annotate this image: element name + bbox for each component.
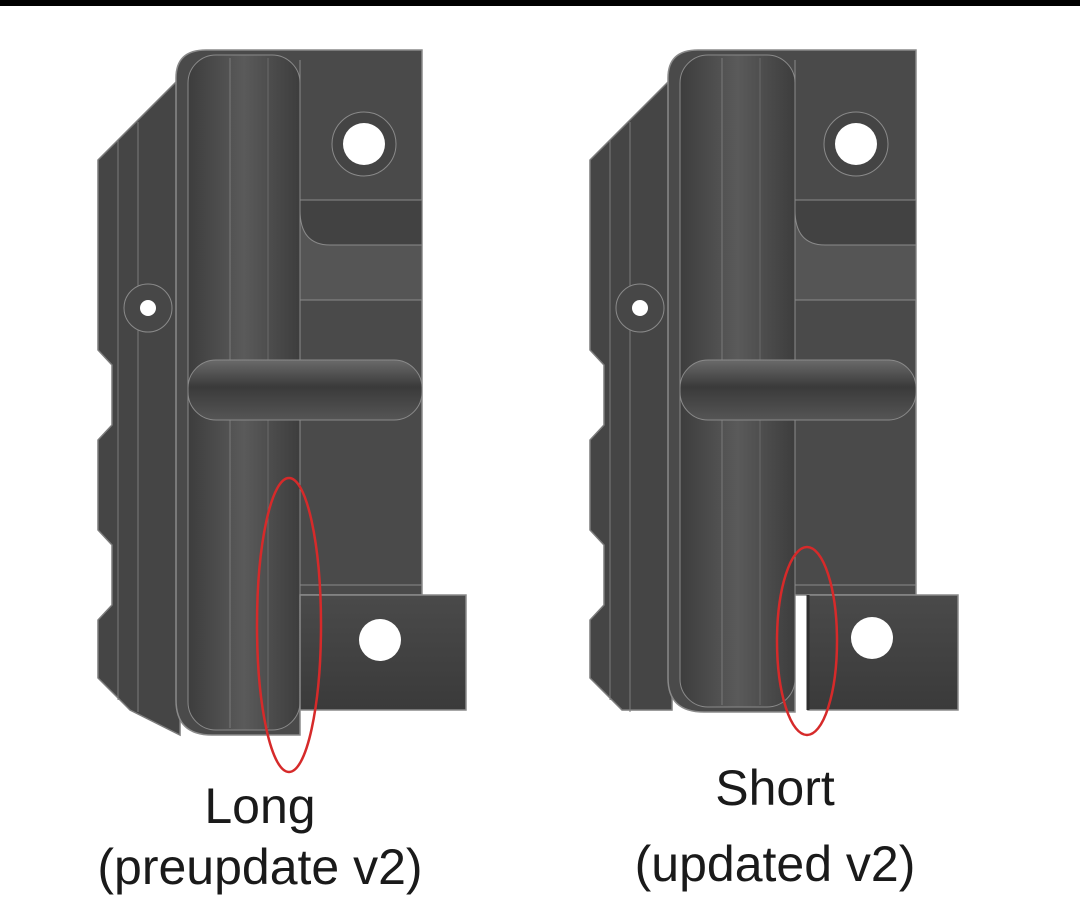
left-flange bbox=[589, 76, 673, 711]
horizontal-groove bbox=[187, 359, 423, 421]
horizontal-groove bbox=[679, 359, 917, 421]
caption-short: Short bbox=[715, 760, 835, 816]
highlight-ellipse-long bbox=[255, 476, 323, 774]
caption-long-version: (preupdate v2) bbox=[97, 839, 423, 895]
top-border-bar bbox=[0, 0, 1080, 6]
caption-long: Long bbox=[204, 778, 316, 834]
part-long-preupdate bbox=[97, 49, 467, 774]
bottom-tab-hole bbox=[359, 619, 401, 661]
part-short-updated bbox=[589, 49, 959, 737]
highlight-ellipse-short bbox=[775, 545, 839, 737]
left-flange bbox=[97, 76, 181, 737]
caption-short-version: (updated v2) bbox=[634, 836, 916, 892]
bottom-tab-hole bbox=[851, 617, 893, 659]
